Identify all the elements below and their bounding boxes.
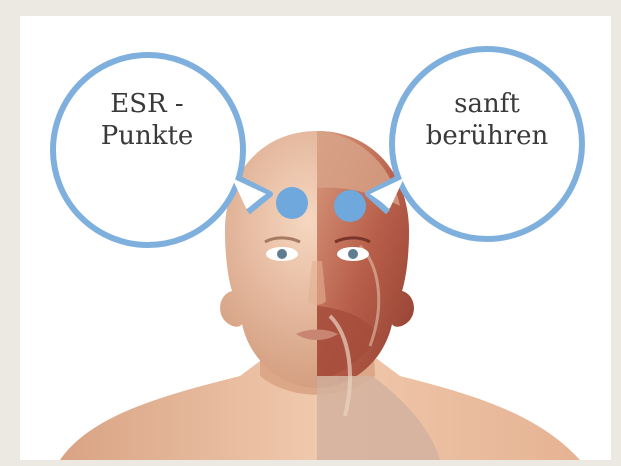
right-bubble-line2: berühren	[412, 120, 562, 152]
esr-point-left	[276, 187, 308, 219]
left-bubble-text: ESR - Punkte	[72, 88, 222, 152]
left-bubble-line1: ESR -	[72, 88, 222, 120]
right-bubble-line1: sanft	[412, 88, 562, 120]
right-bubble-text: sanft berühren	[412, 88, 562, 152]
left-bubble-line2: Punkte	[72, 120, 222, 152]
esr-point-right	[334, 190, 366, 222]
illustration-frame: ESR - Punkte sanft berühren	[20, 16, 611, 460]
head-anatomy-illustration	[20, 16, 611, 460]
